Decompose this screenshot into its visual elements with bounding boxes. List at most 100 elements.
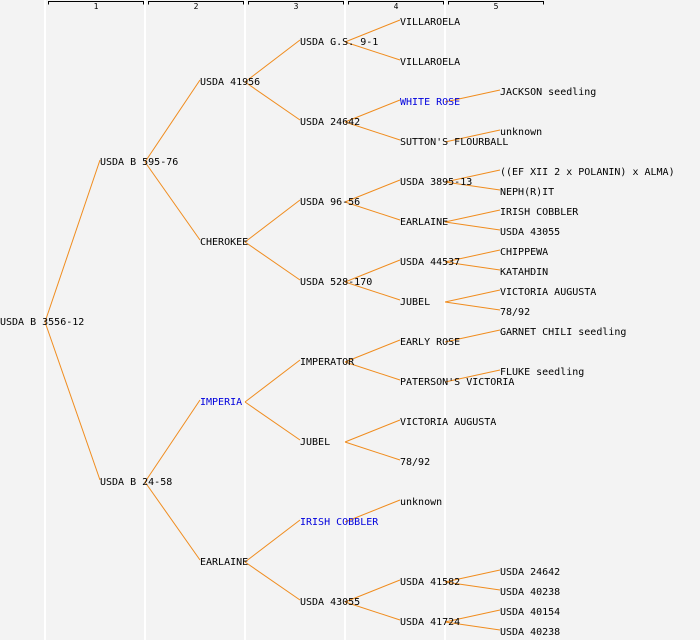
pedigree-link bbox=[144, 481, 201, 561]
variety-node[interactable]: USDA 41582 bbox=[400, 577, 460, 588]
pedigree-link bbox=[444, 369, 501, 383]
variety-node[interactable]: JUBEL bbox=[300, 437, 330, 448]
pedigree-link bbox=[444, 169, 501, 183]
pedigree-link bbox=[444, 621, 501, 631]
variety-node[interactable]: USDA B 595-76 bbox=[100, 157, 178, 168]
variety-node[interactable]: EARLAINE bbox=[200, 557, 248, 568]
variety-node[interactable]: FLUKE seedling bbox=[500, 367, 584, 378]
variety-node[interactable]: 78/92 bbox=[400, 457, 430, 468]
pedigree-link bbox=[444, 249, 501, 263]
pedigree-link bbox=[444, 581, 501, 591]
variety-node[interactable]: IRISH COBBLER bbox=[500, 207, 579, 218]
pedigree-link bbox=[244, 359, 301, 403]
variety-node[interactable]: VILLAROELA bbox=[400, 57, 460, 68]
column-separators bbox=[44, 0, 446, 640]
variety-node[interactable]: ((EF XII 2 x POLANIN) x ALMA) bbox=[500, 167, 675, 178]
variety-node[interactable]: 78/92 bbox=[500, 307, 530, 318]
pedigree-link bbox=[444, 221, 501, 231]
pedigree-link bbox=[444, 289, 501, 303]
variety-node[interactable]: USDA 40154 bbox=[500, 607, 560, 618]
pedigree-link bbox=[344, 419, 401, 443]
variety-node[interactable]: JACKSON seedling bbox=[500, 87, 596, 98]
pedigree-link bbox=[344, 579, 401, 603]
variety-node[interactable]: USDA 40238 bbox=[500, 627, 560, 638]
pedigree-link bbox=[244, 81, 301, 121]
variety-node[interactable]: unknown bbox=[500, 127, 542, 138]
generation-bracket bbox=[448, 1, 544, 5]
generation-bracket bbox=[348, 1, 444, 5]
variety-node[interactable]: PATERSON'S VICTORIA bbox=[400, 377, 514, 388]
variety-node[interactable]: USDA 41956 bbox=[200, 77, 260, 88]
generation-label: 2 bbox=[194, 2, 199, 11]
pedigree-link bbox=[344, 201, 401, 221]
pedigree-link bbox=[244, 199, 301, 243]
pedigree-link bbox=[444, 609, 501, 623]
generation-bracket bbox=[248, 1, 344, 5]
pedigree-link bbox=[444, 129, 501, 143]
pedigree-link bbox=[444, 209, 501, 223]
variety-node[interactable]: KATAHDIN bbox=[500, 267, 548, 278]
pedigree-link bbox=[344, 339, 401, 363]
variety-node[interactable]: USDA 43055 bbox=[300, 597, 360, 608]
variety-node[interactable]: USDA G.S. 9-1 bbox=[300, 37, 378, 48]
pedigree-link bbox=[244, 519, 301, 563]
variety-node[interactable]: NEPH(R)IT bbox=[500, 187, 554, 198]
pedigree-link bbox=[344, 259, 401, 283]
pedigree-link bbox=[344, 99, 401, 123]
variety-link[interactable]: IMPERIA bbox=[200, 397, 242, 408]
pedigree-link bbox=[444, 89, 501, 103]
pedigree-link bbox=[244, 39, 301, 83]
variety-node[interactable]: USDA 3895-13 bbox=[400, 177, 472, 188]
generation-label: 1 bbox=[94, 2, 99, 11]
variety-node[interactable]: USDA 24642 bbox=[300, 117, 360, 128]
variety-node[interactable]: VICTORIA AUGUSTA bbox=[500, 287, 596, 298]
generation-label: 4 bbox=[394, 2, 399, 11]
pedigree-link bbox=[344, 19, 401, 43]
pedigree-link bbox=[344, 179, 401, 203]
pedigree-link bbox=[344, 441, 401, 461]
variety-node[interactable]: USDA 528-170 bbox=[300, 277, 372, 288]
pedigree-link bbox=[144, 161, 201, 241]
pedigree-link bbox=[144, 79, 201, 163]
variety-node[interactable]: IMPERATOR bbox=[300, 357, 355, 368]
pedigree-link bbox=[344, 361, 401, 381]
pedigree-link bbox=[344, 601, 401, 621]
variety-node[interactable]: unknown bbox=[400, 497, 442, 508]
variety-node[interactable]: VICTORIA AUGUSTA bbox=[400, 417, 496, 428]
pedigree-link bbox=[44, 321, 101, 481]
pedigree-link bbox=[444, 261, 501, 271]
variety-node[interactable]: CHEROKEE bbox=[200, 237, 248, 248]
pedigree-link bbox=[344, 121, 401, 141]
variety-node[interactable]: VILLAROELA bbox=[400, 17, 460, 28]
variety-node[interactable]: USDA 96-56 bbox=[300, 197, 360, 208]
pedigree-link bbox=[344, 499, 401, 523]
variety-node[interactable]: USDA 24642 bbox=[500, 567, 560, 578]
generation-bracket bbox=[148, 1, 244, 5]
pedigree-link bbox=[444, 181, 501, 191]
variety-node[interactable]: JUBEL bbox=[400, 297, 430, 308]
variety-node[interactable]: USDA B 3556-12 bbox=[0, 317, 84, 328]
variety-node[interactable]: USDA B 24-58 bbox=[100, 477, 172, 488]
pedigree-link bbox=[244, 561, 301, 601]
variety-node[interactable]: USDA 41724 bbox=[400, 617, 460, 628]
variety-node[interactable]: SUTTON'S FLOURBALL bbox=[400, 137, 508, 148]
variety-node[interactable]: USDA 40238 bbox=[500, 587, 560, 598]
variety-node[interactable]: USDA 44537 bbox=[400, 257, 460, 268]
variety-link[interactable]: WHITE ROSE bbox=[400, 97, 460, 108]
variety-node[interactable]: EARLY ROSE bbox=[400, 337, 460, 348]
pedigree-link bbox=[244, 241, 301, 281]
pedigree-links bbox=[44, 19, 501, 631]
pedigree-link bbox=[144, 399, 201, 483]
generation-label: 5 bbox=[494, 2, 499, 11]
variety-node[interactable]: USDA 43055 bbox=[500, 227, 560, 238]
pedigree-link bbox=[344, 281, 401, 301]
pedigree-link bbox=[44, 159, 101, 323]
variety-node[interactable]: GARNET CHILI seedling bbox=[500, 327, 626, 338]
variety-node[interactable]: CHIPPEWA bbox=[500, 247, 548, 258]
variety-link[interactable]: IRISH COBBLER bbox=[300, 517, 379, 528]
pedigree-link bbox=[444, 569, 501, 583]
variety-node[interactable]: EARLAINE bbox=[400, 217, 448, 228]
